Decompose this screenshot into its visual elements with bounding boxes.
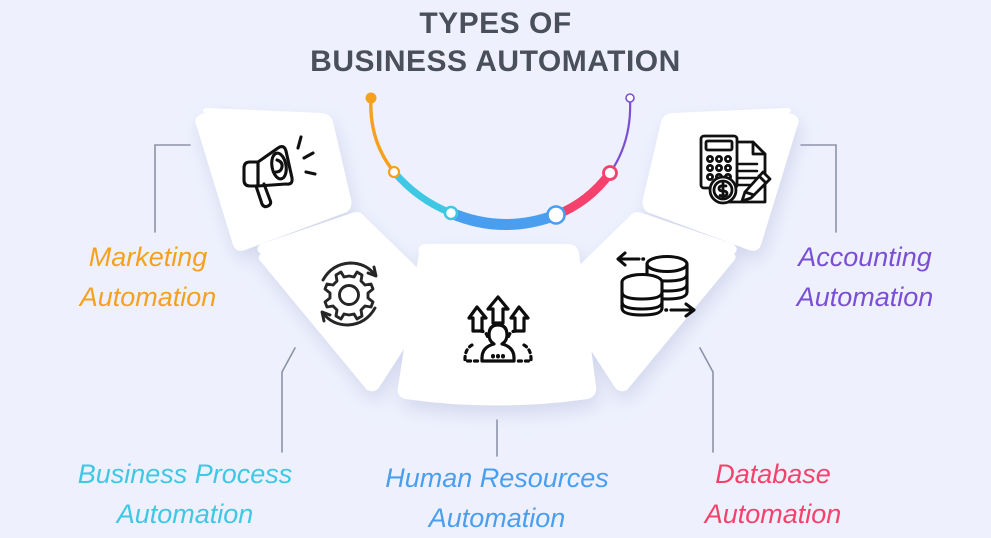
connector-database (699, 347, 714, 453)
arc-node-end (625, 93, 635, 103)
arc-node-start (365, 92, 377, 104)
label-accounting-line2: Automation (796, 282, 934, 312)
title-line-1: TYPES OF (419, 7, 572, 40)
label-human-resources: Human Resources Automation (347, 458, 647, 538)
label-business-process: Business Process Automation (35, 454, 335, 534)
label-database-line2: Automation (704, 499, 842, 529)
arc-accounting-segment (608, 97, 632, 175)
label-business-process-line1: Business Process (77, 459, 293, 489)
label-marketing-line1: Marketing (88, 242, 208, 272)
connector-accounting (800, 144, 837, 233)
label-human-resources-line1: Human Resources (385, 463, 609, 493)
page-title: TYPES OF BUSINESS AUTOMATION (0, 0, 991, 81)
label-database: Database Automation (653, 454, 893, 534)
arc-node-bp-hr (443, 205, 459, 221)
arc-database-segment (551, 168, 615, 220)
arc-marketing-segment (369, 97, 396, 174)
label-business-process-line2: Automation (116, 499, 254, 529)
connector-business-process (281, 347, 296, 453)
arc-human-resources-segment (445, 207, 562, 231)
arc-node-hr-database (546, 205, 566, 225)
arc-business-process-segment (390, 168, 455, 217)
arc-node-marketing-bp (387, 165, 401, 179)
label-marketing: Marketing Automation (28, 237, 268, 317)
label-database-line1: Database (715, 459, 831, 489)
title-line-2: BUSINESS AUTOMATION (310, 45, 681, 78)
label-marketing-line2: Automation (79, 282, 217, 312)
connector-marketing (154, 144, 191, 233)
label-human-resources-line2: Automation (428, 503, 566, 533)
arc-node-database-account (602, 165, 618, 181)
label-accounting-line1: Accounting (798, 242, 932, 272)
label-accounting: Accounting Automation (745, 237, 985, 317)
